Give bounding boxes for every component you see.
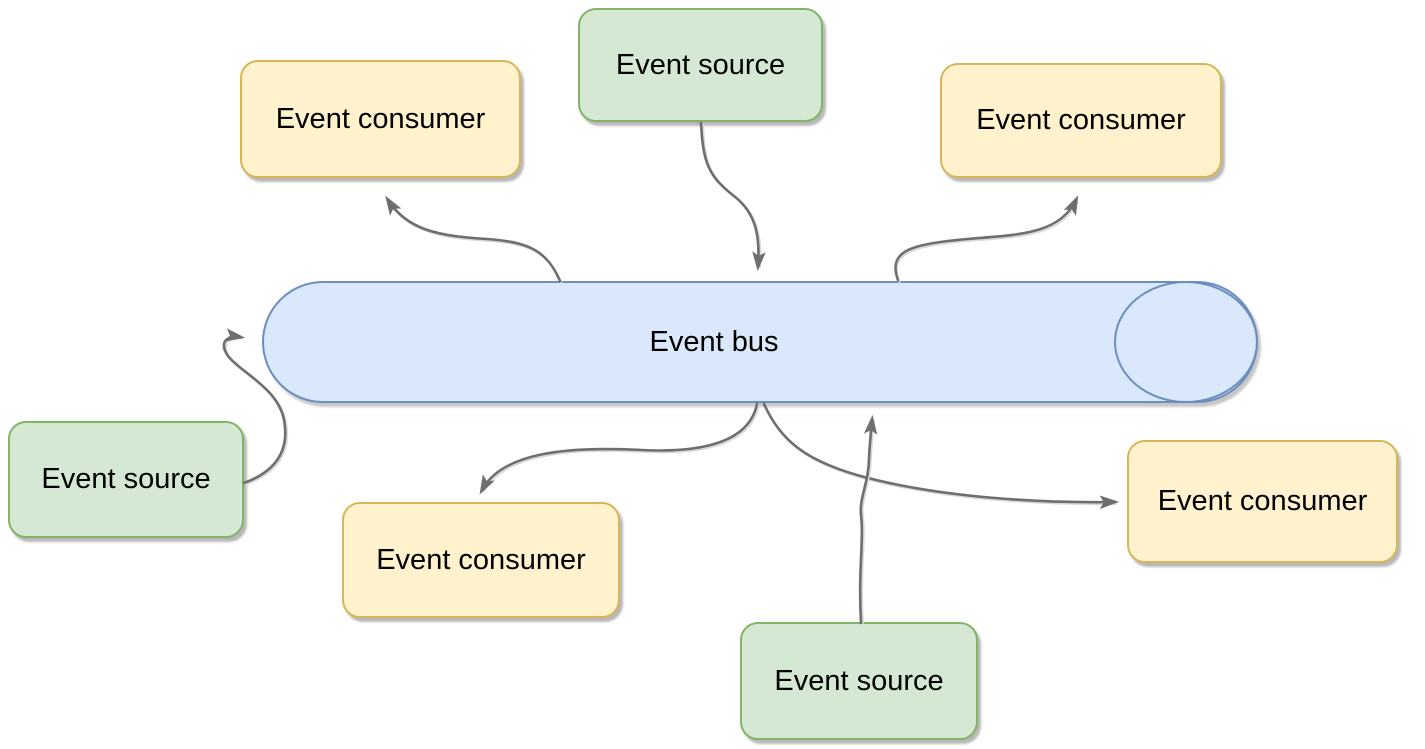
arrow-source-bottom-to-bus [858,414,878,625]
arrow-bus-to-consumer-top-right [894,195,1079,283]
event-source-left-label: Event source [41,463,211,495]
bus-endcap-ellipse [1114,281,1258,403]
event-bus-label: Event bus [649,325,779,358]
event-source-bottom: Event source [740,622,978,740]
event-consumer-bottom-left: Event consumer [342,502,620,618]
arrow-bus-to-consumer-bottom-right [762,402,1120,510]
event-consumer-bottom-left-label: Event consumer [376,543,586,576]
event-consumer-top-right: Event consumer [940,63,1222,178]
event-consumer-bottom-right-label: Event consumer [1157,485,1368,517]
event-consumer-top-right-label: Event consumer [976,104,1186,136]
event-source-top-label: Event source [615,48,786,81]
event-source-top: Event source [578,8,823,122]
arrow-bus-to-consumer-bottom-left [479,402,760,495]
event-consumer-top-left: Event consumer [240,60,521,178]
event-bus: Event bus [262,281,1258,403]
arrow-bus-to-consumer-top-left [385,195,563,284]
arrow-source-top-to-bus [699,121,766,272]
event-consumer-bottom-right: Event consumer [1127,440,1398,563]
event-source-bottom-label: Event source [774,664,944,697]
event-consumer-top-left-label: Event consumer [275,102,486,135]
event-source-left: Event source [8,421,244,538]
